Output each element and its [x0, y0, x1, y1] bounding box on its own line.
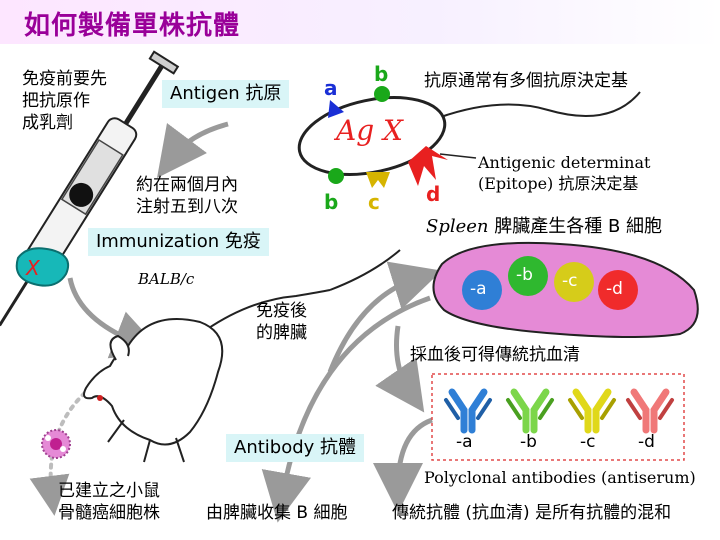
bcell-c [554, 262, 594, 302]
arrow-myeloma-dotted [29, 358, 140, 516]
epitope-b-top-circle [374, 86, 390, 102]
antibody-a-label: -a [456, 432, 473, 452]
antibody-b-label: -b [520, 432, 537, 452]
bcell-d [598, 270, 638, 310]
determinant-pointer [439, 153, 477, 159]
mouse [83, 249, 401, 463]
schedule-line1: 約在兩個月內 [136, 175, 238, 195]
bcell-a-label: -a [470, 279, 487, 299]
spleen-title-italic: Spleen [426, 216, 489, 237]
myeloma-note: 已建立之小鼠 骨髓癌細胞株 [58, 480, 160, 524]
myeloma-cells [41, 429, 71, 459]
antigen-text: Ag X [336, 114, 403, 147]
bcell-b-label: -b [516, 265, 533, 285]
polyclonal-caption: Polyclonal antibodies (antiserum) [424, 468, 696, 487]
emulsion-note-line1: 免疫前要先 [22, 69, 107, 89]
antigen-label: Antigen 抗原 [162, 80, 290, 108]
emulsion-note: 免疫前要先 把抗原作 成乳劑 [22, 68, 107, 134]
epitope-b-bottom-circle [328, 168, 344, 184]
arrow-mouse-to-spleen [327, 261, 442, 373]
epitope-d-shape [408, 146, 448, 186]
epitope-a-triangle [328, 100, 344, 118]
antigen-body [297, 96, 447, 176]
antibody-c [568, 388, 616, 434]
emulsion-note-line2: 把抗原作 [22, 91, 90, 111]
mouse-strain: BALB/c [138, 270, 195, 288]
bcell-d-label: -d [606, 279, 623, 299]
epitope-d-letter: d [426, 182, 441, 206]
epitope-b-top-letter: b [374, 62, 389, 86]
immune-spleen-line1: 免疫後 [256, 301, 307, 321]
epitope-a-letter: a [324, 76, 338, 100]
schedule-line2: 注射五到八次 [136, 197, 238, 217]
antibody-d [626, 388, 674, 434]
page-title: 如何製備單株抗體 [24, 11, 241, 41]
syringe-mark: X [26, 256, 40, 280]
bcell-b [508, 256, 548, 296]
bcell-c-label: -c [562, 271, 578, 291]
arrow-syringe-to-mouse [67, 277, 164, 359]
immune-spleen-line2: 的脾臟 [256, 323, 307, 343]
epitope-c-letter: c [368, 190, 380, 214]
spleen-title-rest: 脾臟產生各種 B 細胞 [488, 216, 663, 237]
spleen-title: Spleen 脾臟產生各種 B 細胞 [426, 216, 662, 238]
antibody-box [431, 373, 685, 461]
antibody-d-label: -d [638, 432, 655, 452]
antibody-b [506, 388, 554, 434]
antibody-label: Antibody 抗體 [226, 434, 365, 462]
arrow-spleen-to-blood [375, 325, 425, 413]
antigen-tail [437, 91, 641, 119]
syringe-droplet [15, 247, 70, 287]
myeloma-note-line2: 骨髓癌細胞株 [58, 503, 160, 523]
blood-note: 採血後可得傳統抗血清 [410, 345, 580, 365]
immunization-label: Immunization 免疫 [88, 228, 269, 256]
determinant-line2: (Epitope) 抗原決定基 [478, 174, 639, 193]
determinant-line1: Antigenic determinat [478, 153, 651, 172]
determinant-note: Antigenic determinat (Epitope) 抗原決定基 [478, 152, 650, 194]
traditional-note: 傳統抗體 (抗血清) 是所有抗體的混和 [392, 503, 672, 523]
antibody-c-label: -c [580, 432, 596, 452]
epitope-note: 抗原通常有多個抗原決定基 [424, 71, 628, 91]
antibody-a [444, 388, 492, 434]
bcell-a [462, 270, 502, 310]
arrow-antigen-to-syringe [156, 121, 229, 178]
schedule-note: 約在兩個月內 注射五到八次 [136, 174, 238, 218]
title-bar [0, 0, 720, 44]
immune-spleen-note: 免疫後 的脾臟 [256, 300, 307, 344]
myeloma-note-line1: 已建立之小鼠 [58, 481, 160, 501]
emulsion-note-line3: 成乳劑 [22, 113, 73, 133]
arrow-antibodies-to-note [373, 417, 433, 513]
epitope-b-bottom-letter: b [324, 190, 339, 214]
collect-note: 由脾臟收集 B 細胞 [206, 503, 348, 523]
epitope-c-shape [366, 172, 390, 188]
